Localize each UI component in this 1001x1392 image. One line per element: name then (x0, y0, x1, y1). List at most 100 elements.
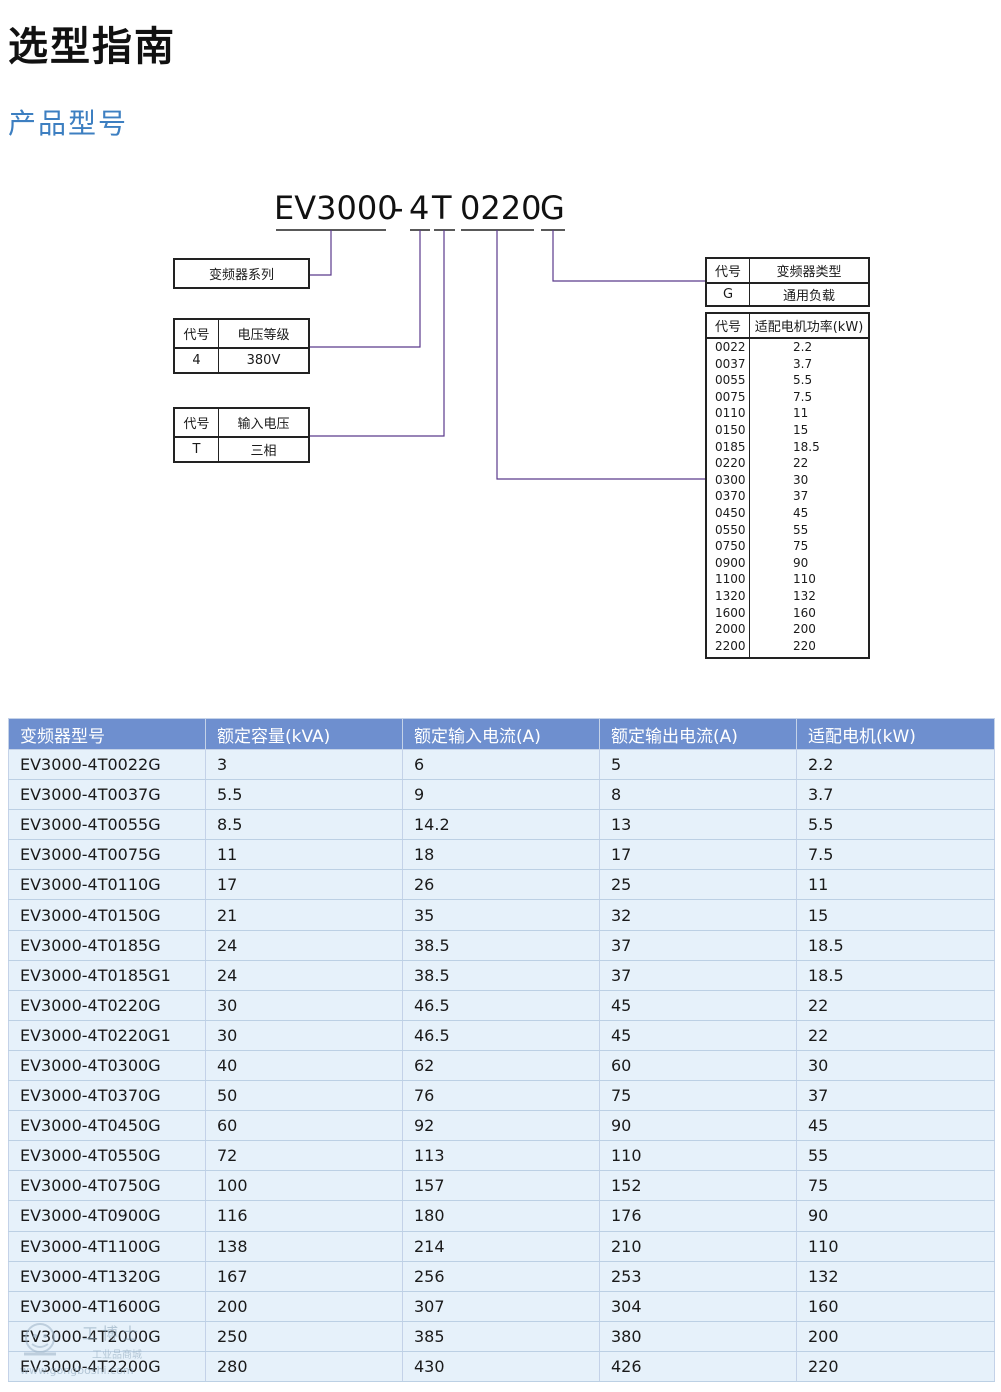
table-cell: 138 (205, 1231, 403, 1262)
type-box: 代号 变频器类型 G 通用负载 (705, 257, 870, 307)
power-kw: 11 (793, 406, 809, 421)
table-cell: 280 (205, 1351, 403, 1382)
table-cell: 5.5 (205, 779, 403, 811)
power-code: 1320 (715, 589, 746, 603)
power-code: 0220 (715, 456, 746, 471)
voltage-value: 380V (246, 353, 281, 368)
type-code: G (722, 287, 734, 302)
power-kw: 75 (793, 539, 809, 554)
power-kw: 37 (793, 489, 809, 504)
voltage-col-level: 电压等级 (237, 328, 290, 343)
power-row: 1600 160 (707, 606, 868, 623)
mascot-icon (24, 1323, 56, 1356)
table-cell: 18.5 (796, 930, 995, 961)
spec-table: 变频器型号 额定容量(kVA) 额定输入电流(A) 额定输出电流(A) 适配电机… (8, 718, 995, 1382)
power-code: 0055 (715, 373, 746, 388)
input-box: 代号 输入电压 T 三相 (173, 407, 310, 463)
power-col-kw: 适配电机功率(kW) (754, 320, 864, 335)
voltage-box: 代号 电压等级 4 380V (173, 318, 310, 374)
table-cell: 304 (599, 1291, 797, 1322)
power-kw: 15 (793, 423, 809, 437)
power-code: 2000 (715, 622, 746, 637)
table-cell: 22 (796, 990, 995, 1021)
section-title: 产品型号 (8, 107, 129, 140)
table-cell: 307 (402, 1291, 600, 1322)
power-kw: 2.2 (793, 340, 813, 354)
model-power: 0220 (460, 189, 542, 227)
table-cell: 60 (205, 1110, 403, 1142)
table-cell: 92 (402, 1110, 600, 1142)
connector-lines (276, 229, 705, 480)
table-cell: 37 (796, 1080, 995, 1112)
table-cell: EV3000-4T0220G1 (8, 1020, 206, 1051)
type-col-type: 变频器类型 (776, 265, 842, 280)
power-row: 0220 22 (707, 456, 868, 473)
power-kw: 18.5 (793, 439, 820, 454)
power-code: 0022 (715, 340, 746, 354)
header-motor: 适配电机(kW) (796, 718, 995, 750)
power-code: 1600 (715, 605, 746, 620)
table-cell: 6 (402, 749, 600, 781)
table-cell: 200 (796, 1321, 995, 1352)
table-cell: EV3000-4T1100G (8, 1231, 206, 1262)
table-cell: 17 (205, 869, 403, 901)
power-code: 0150 (715, 423, 746, 437)
table-cell: 15 (796, 899, 995, 931)
table-cell: 2.2 (796, 749, 995, 781)
model-voltage: 4 (409, 189, 430, 227)
table-cell: 152 (599, 1170, 797, 1202)
table-cell: 253 (599, 1261, 797, 1292)
input-col-code: 代号 (183, 417, 210, 432)
power-kw: 22 (793, 456, 809, 471)
table-cell: 38.5 (402, 930, 600, 961)
table-cell: 160 (796, 1291, 995, 1322)
watermark-url: www.gongboshi.com (20, 1364, 134, 1377)
table-cell: 210 (599, 1231, 797, 1262)
table-cell: 76 (402, 1080, 600, 1112)
table-cell: EV3000-4T0450G (8, 1110, 206, 1142)
table-cell: 430 (402, 1351, 600, 1382)
input-col-voltage: 输入电压 (237, 417, 290, 432)
table-cell: 37 (599, 930, 797, 961)
table-cell: 426 (599, 1351, 797, 1382)
table-cell: 35 (402, 899, 600, 931)
table-cell: 38.5 (402, 960, 600, 991)
series-label: 变频器系列 (208, 268, 274, 283)
table-cell: 11 (205, 839, 403, 871)
header-output-current: 额定输出电流(A) (599, 718, 797, 750)
series-box: 变频器系列 (173, 258, 310, 289)
power-kw: 110 (793, 572, 816, 587)
table-cell: 256 (402, 1261, 600, 1292)
model-code-diagram: EV3000 - 4 T 0220 G 变频器系列 代号 电压等级 4 380V… (0, 180, 1001, 670)
power-code: 0450 (715, 506, 746, 520)
table-cell: EV3000-4T0220G (8, 990, 206, 1021)
table-cell: EV3000-4T0300G (8, 1050, 206, 1082)
power-kw: 160 (793, 605, 816, 620)
power-kw: 55 (793, 522, 809, 537)
table-cell: 60 (599, 1050, 797, 1082)
voltage-code: 4 (192, 353, 201, 368)
header-input-current: 额定输入电流(A) (402, 718, 600, 750)
table-cell: 7.5 (796, 839, 995, 871)
table-cell: 5 (599, 749, 797, 781)
table-cell: 46.5 (402, 1020, 600, 1051)
